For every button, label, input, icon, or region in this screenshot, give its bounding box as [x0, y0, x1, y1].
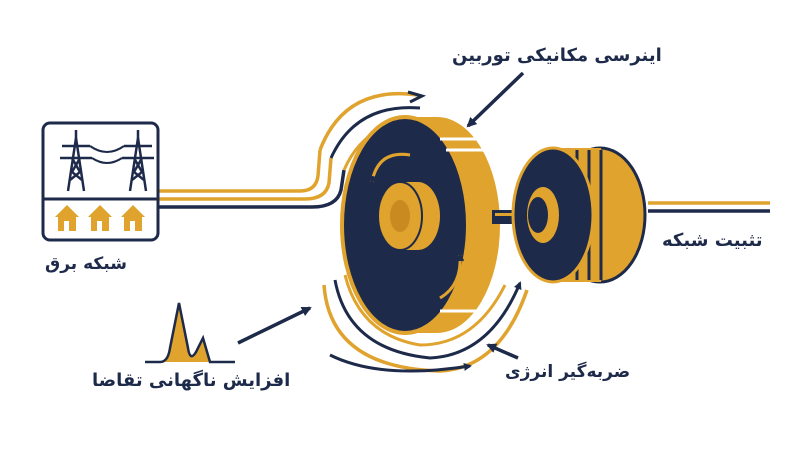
generator-icon — [511, 146, 647, 284]
label-energy-absorber: ضربه‌گیر انرژی — [505, 362, 631, 382]
power-grid-icon — [41, 121, 160, 242]
arrow-icon — [237, 306, 312, 345]
arrow-icon — [486, 343, 519, 360]
house-icon — [55, 205, 145, 231]
power-lines — [158, 149, 770, 213]
label-grid-stabilization: تثبیت شبکه — [662, 230, 763, 251]
energy-absorber-arcs — [322, 274, 529, 373]
pointer-arrows — [237, 71, 525, 360]
label-power-grid: شبکه برق — [45, 254, 127, 274]
transmission-tower-icon — [60, 130, 154, 192]
label-demand-spike: افزایش ناگهانی تقاضا — [92, 370, 291, 391]
flywheel-icon — [340, 115, 500, 335]
label-turbine-inertia: اینرسی مکانیکی توربین — [452, 45, 662, 66]
arrow-icon — [466, 71, 525, 128]
demand-spike-icon — [145, 302, 235, 364]
